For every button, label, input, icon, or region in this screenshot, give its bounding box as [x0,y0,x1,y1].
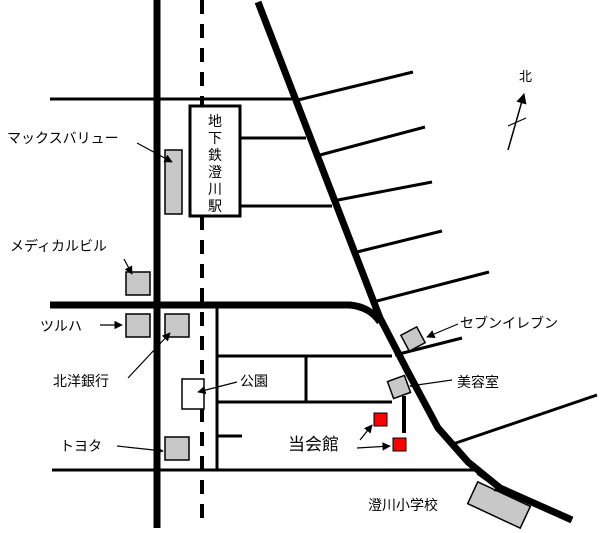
north-label: 北 [519,70,532,85]
label-this-hall: 当会館 [288,435,339,455]
label-tsuruha: ツルハ [40,319,82,335]
east-street-2 [319,125,426,157]
label-max-value: マックスバリュー [7,131,119,147]
label-medical-building: メディカルビル [10,238,107,255]
tsuruha-building [125,313,151,338]
station-char-4: 澄 [208,165,222,181]
station-char-5: 川 [208,182,222,198]
east-street-4 [356,229,443,254]
horizontal-main-road [50,301,383,325]
station-char-2: 下 [208,131,222,147]
park-area [181,378,205,410]
east-street-7 [449,393,598,447]
hall-marker-upper [373,412,388,427]
subway-station: 地 下 鉄 澄 川 駅 [188,104,242,218]
east-street-1 [297,70,414,102]
labels: マックスバリュー メディカルビル ツルハ 北洋銀行 トヨタ 公園 セブンイレブン… [7,131,558,514]
medical-building [125,271,151,296]
beauty-salon-building [386,374,412,400]
label-hokuyo-bank: 北洋銀行 [53,374,109,390]
north-arrow-icon: 北 [507,70,532,151]
station-char-3: 鉄 [208,148,222,164]
seven-eleven-building [399,325,427,353]
hokuyo-bank-building [164,313,190,338]
east-street-6 [394,336,463,357]
this-hall-markers [373,412,407,452]
label-beauty-salon: 美容室 [457,374,499,391]
east-street-3 [337,180,433,202]
leaders [100,142,503,493]
max-value-building [164,149,183,215]
toyota-building [164,436,190,461]
label-toyota: トヨタ [60,439,102,455]
elementary-school-building [466,480,532,530]
label-park: 公園 [240,374,268,390]
station-char-6: 駅 [208,199,222,215]
hall-marker-lower [392,437,407,452]
east-street-5 [372,270,490,304]
station-char-1: 地 [208,114,222,130]
label-seven-eleven: セブンイレブン [460,315,558,332]
label-sumikawa-elementary: 澄川小学校 [368,497,438,514]
